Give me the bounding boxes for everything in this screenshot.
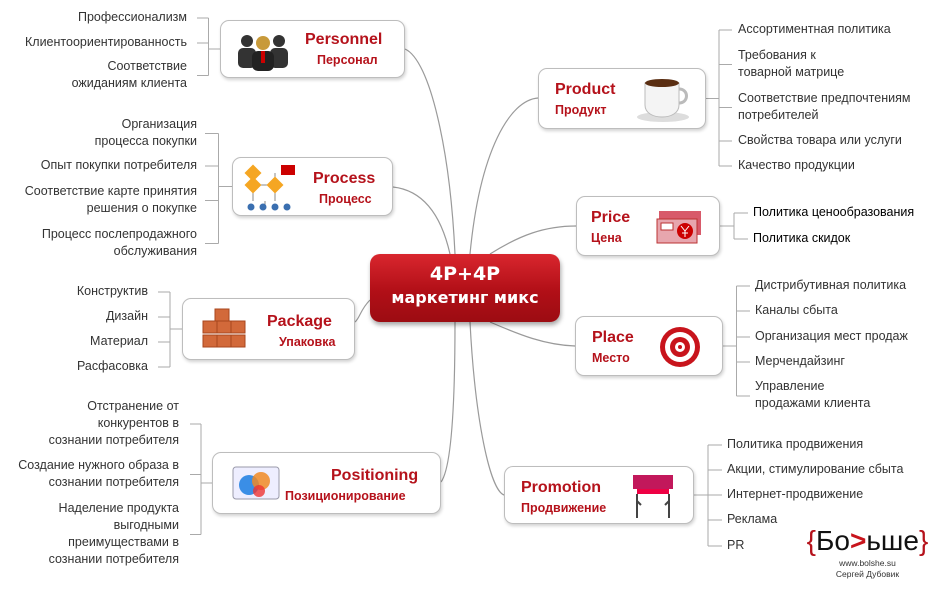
leaf-item[interactable]: Опыт покупки потребителя [40,158,197,172]
leaf-item[interactable]: Реклама [727,512,778,526]
node-title: Personnel [305,31,383,48]
target-icon [658,325,702,374]
leaf-item[interactable]: Интернет-продвижение [727,487,864,501]
bracket-product [706,29,732,167]
leaf-item[interactable]: Мерчендайзинг [755,354,845,368]
node-subtitle: Продукт [555,103,607,117]
leaf-item[interactable]: Организация мест продаж [755,329,908,343]
node-title: Price [591,209,631,226]
leaf-item[interactable]: Отстранение от конкурентов в сознании по… [48,399,179,447]
bracket-place [723,285,750,397]
connector-place [489,321,576,347]
leaf-item[interactable]: Политика ценообразования [753,205,915,219]
flowchart-icon [243,163,299,216]
money-icon [655,207,703,250]
logo-author: Сергей Дубовик [835,569,900,579]
logo-arrow: > [849,525,867,556]
node-subtitle: Персонал [317,53,378,67]
connector-process [392,186,451,255]
billboard-icon [629,471,677,524]
leaf-item[interactable]: Расфасовка [76,359,148,373]
node-title: Process [313,170,376,187]
leaf-item[interactable]: Соответствие предпочтениям потребителей [738,91,911,122]
leaf-item[interactable]: Каналы сбыта [755,303,838,317]
connector-personnel [404,48,456,255]
logo-url[interactable]: www.bolshe.su [839,558,896,568]
node-title: Place [592,329,634,346]
node-title: Positioning [331,467,419,484]
bracket-positioning [190,423,212,535]
leaf-item[interactable]: Соответствие ожиданиям клиента [71,59,187,90]
leaf-item[interactable]: Требования к товарной матрице [738,48,845,79]
leaf-item[interactable]: Управление продажами клиента [755,379,871,410]
coffee-cup-icon [635,75,693,128]
central-subtitle: маркетинг микс [391,288,539,307]
leaf-item[interactable]: Профессионализм [77,10,187,24]
node-subtitle: Упаковка [279,335,336,349]
connector-price [489,225,577,255]
connector-promotion [469,321,505,496]
leaf-item[interactable]: Дистрибутивная политика [755,278,907,292]
central-title: 4P+4P [429,263,501,285]
leaf-item[interactable]: Процесс послепродажного обслуживания [41,227,197,258]
venn-icon [231,463,281,508]
leaf-item[interactable]: Наделение продукта выгодными преимуществ… [48,501,179,566]
leaf-item[interactable]: Дизайн [105,309,148,323]
node-subtitle: Место [592,351,630,365]
leaf-item[interactable]: Материал [90,334,148,348]
leaf-item[interactable]: Клиентоориентированность [25,35,187,49]
logo-brace: { [806,525,817,556]
node-subtitle: Цена [591,231,622,245]
leaf-item[interactable]: Политика скидок [753,231,851,245]
leaf-item[interactable]: Конструктив [76,284,148,298]
node-title: Package [267,313,332,330]
leaf-item[interactable]: Политика продвижения [727,437,864,451]
leaf-item[interactable]: Ассортиментная политика [738,22,891,36]
leaf-item[interactable]: Свойства товара или услуги [738,133,902,147]
logo-brace: } [918,525,929,556]
node-subtitle: Продвижение [521,501,607,515]
bracket-package [158,291,182,368]
logo-word: ьше [866,525,919,556]
bracket-process [205,133,232,244]
logo-word: Бо [816,525,850,556]
node-subtitle: Процесс [319,192,372,206]
connector-positioning [440,321,456,483]
leaf-item[interactable]: Качество продукции [738,158,855,172]
connector-package [354,299,371,323]
leaf-item[interactable]: Соответствие карте принятия решения о по… [24,184,197,215]
bracket-promotion [694,444,722,547]
node-title: Product [555,81,616,98]
node-title: Promotion [521,479,601,496]
bracket-personnel [197,17,220,76]
people-icon [233,29,293,76]
bolshe-logo: {Бо>ьше} www.bolshe.su Сергей Дубовик [795,524,940,580]
leaf-item[interactable]: Акции, стимулирование сбыта [727,462,904,476]
leaf-item[interactable]: PR [727,538,745,552]
leaf-item[interactable]: Создание нужного образа в сознании потре… [18,458,179,489]
boxes-icon [199,307,249,356]
bracket-price [720,212,748,240]
central-topic[interactable]: 4P+4P маркетинг микс [370,254,560,322]
connector-product [469,97,539,255]
node-subtitle: Позиционирование [285,489,406,503]
leaf-item[interactable]: Организация процесса покупки [94,117,197,148]
